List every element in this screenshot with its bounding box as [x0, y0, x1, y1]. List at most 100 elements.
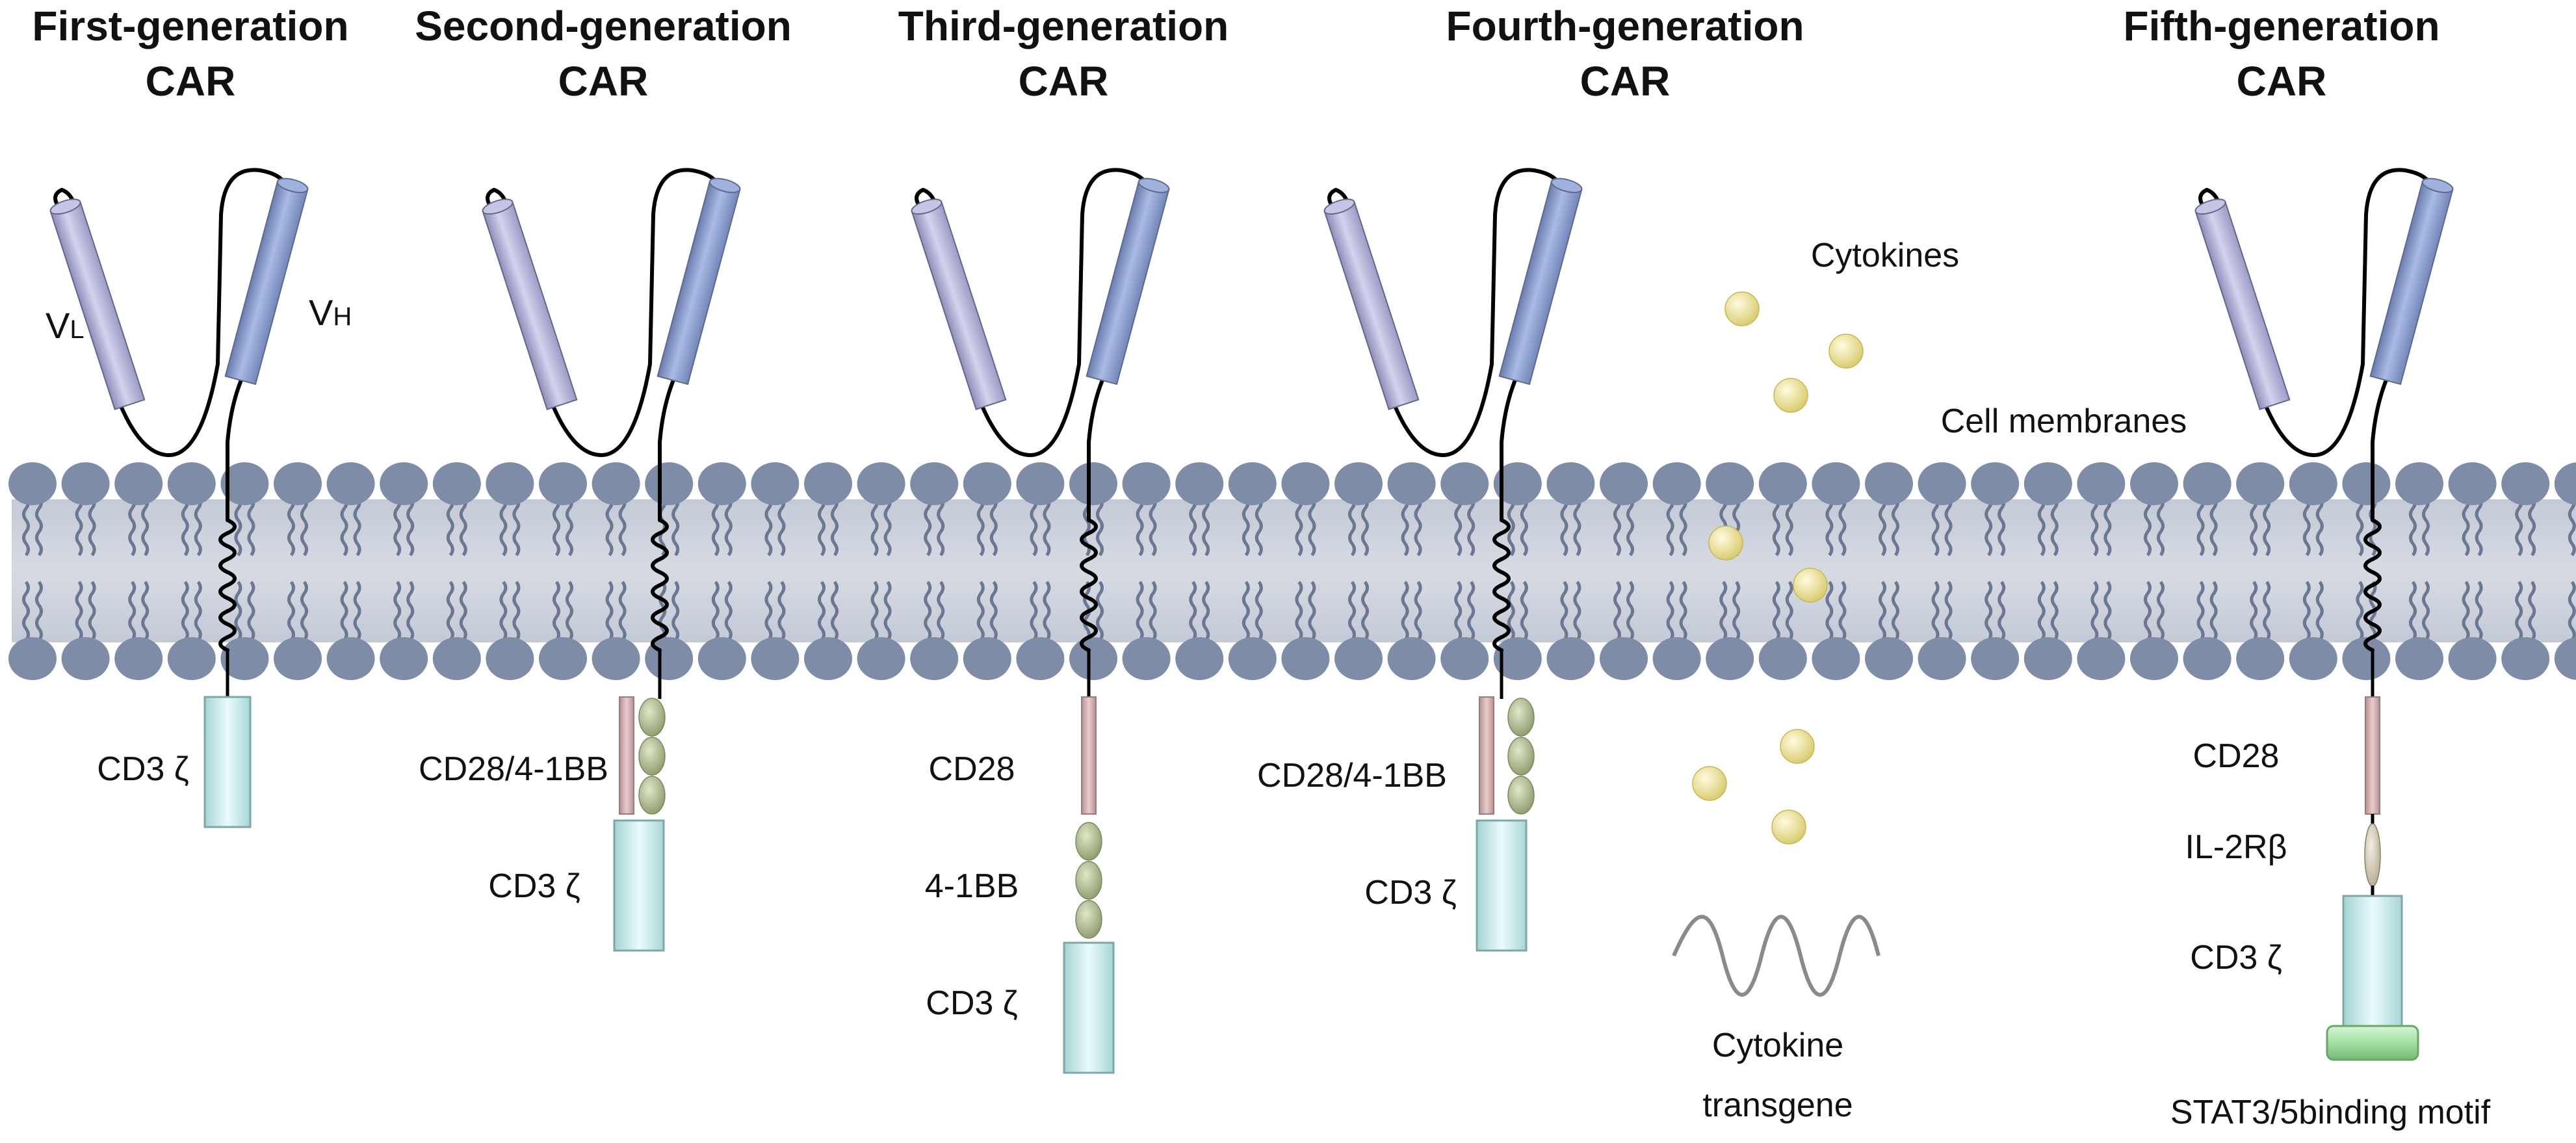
vh-domain — [657, 177, 741, 386]
lipid-tail — [1361, 495, 1369, 557]
lipid-tail — [658, 581, 667, 642]
lipid-tail — [831, 495, 839, 557]
vh-domain — [2369, 177, 2454, 386]
lipid-tail — [181, 581, 189, 642]
lipid-tail — [141, 581, 150, 642]
gen5-cd3z-label: CD3 ζ — [2190, 939, 2282, 977]
lipid-tail — [22, 581, 30, 642]
lipid-head — [1600, 637, 1648, 680]
lipid-tail — [2209, 495, 2218, 557]
lipid-tail — [446, 495, 454, 557]
cytokines — [1692, 291, 1864, 845]
lipid-tail — [2050, 581, 2059, 642]
lipid-tail — [406, 495, 415, 557]
lipid-tail — [2090, 495, 2099, 557]
lipid-tail — [2356, 495, 2364, 557]
gen4-title-line2: CAR — [1580, 58, 1671, 105]
lipid-head — [1175, 462, 1224, 505]
lipid-tail — [1361, 581, 1369, 642]
costim-bead — [1507, 737, 1535, 776]
lipid-tail — [1666, 495, 1674, 557]
lipid-tail — [1679, 495, 1687, 557]
costim-bead — [638, 737, 666, 776]
lipid-tail — [459, 581, 467, 642]
cd28-domain — [1081, 696, 1097, 815]
lipid-tail — [870, 581, 879, 642]
vh-domain — [1498, 177, 1583, 386]
lipid-tail — [2422, 581, 2430, 642]
lipid-tail — [883, 581, 892, 642]
lipid-tail — [1892, 581, 1899, 642]
cell-membrane — [8, 462, 2576, 680]
lipid-tail — [1892, 495, 1899, 557]
lipid-tail — [1308, 495, 1316, 557]
lipid-head — [1706, 637, 1754, 680]
cd28-domain — [2365, 696, 2380, 815]
lipid-tail — [724, 495, 733, 557]
cytokine-particle — [1793, 568, 1828, 603]
lipid-tail — [711, 581, 720, 642]
lipid-tail — [1732, 581, 1741, 642]
lipid-head — [539, 637, 587, 680]
lipid-head — [2130, 637, 2178, 680]
lipid-tail — [1255, 495, 1263, 557]
lipid-head — [963, 637, 1011, 680]
lipid-tail — [2037, 495, 2046, 557]
lipid-tail — [2263, 581, 2271, 642]
lipid-head — [751, 637, 800, 680]
lipid-tail — [605, 495, 614, 557]
lipid-tail — [2462, 581, 2470, 642]
lipid-tail — [1573, 581, 1581, 642]
gen2-title-line2: CAR — [558, 58, 649, 105]
lipid-tail — [2250, 495, 2258, 557]
lipid-head — [2077, 462, 2126, 505]
cell-membranes-label: Cell membranes — [1941, 402, 2187, 440]
vl-label: VL — [46, 305, 85, 346]
lipid-head — [1175, 637, 1224, 680]
lipid-head — [486, 637, 534, 680]
vl-domain — [49, 198, 146, 410]
lipid-tail — [831, 581, 839, 642]
lipid-tail — [1096, 495, 1104, 557]
lipid-tail — [2568, 495, 2576, 557]
hinge — [1087, 372, 1107, 522]
lipid-head — [1865, 462, 1913, 505]
lipid-tail — [553, 495, 560, 557]
car-constructs — [49, 168, 2454, 1074]
lipid-tail — [446, 581, 454, 642]
gen3-intracellular — [1063, 650, 1115, 1074]
costim-bead — [1075, 900, 1102, 939]
lipid-tail — [1931, 495, 1940, 557]
lipid-tail — [1825, 581, 1834, 642]
lipid-tail — [989, 495, 998, 557]
lipid-head — [2395, 637, 2443, 680]
lipid-tail — [2050, 495, 2059, 557]
lipid-tail — [2422, 495, 2430, 557]
lipid-head — [8, 637, 57, 680]
lipid-tail — [459, 495, 467, 557]
lipid-head — [1758, 637, 1807, 680]
gen2-title-line1: Second-generation — [415, 3, 792, 49]
lipid-tail — [618, 495, 627, 557]
vl-domain — [2194, 198, 2291, 410]
lipid-tail — [1931, 581, 1940, 642]
lipid-head — [380, 637, 428, 680]
interdomain-linker — [976, 168, 1150, 458]
lipid-tail — [35, 495, 43, 557]
hinge — [658, 372, 678, 522]
lipid-tail — [777, 495, 786, 557]
lipid-head — [220, 637, 269, 680]
lipid-tail — [924, 581, 932, 642]
lipid-tail — [976, 495, 985, 557]
lipid-head — [963, 462, 1011, 505]
lipid-tail — [1414, 581, 1422, 642]
lipid-head — [274, 637, 322, 680]
lipid-tail — [393, 581, 402, 642]
lipid-head — [1812, 462, 1860, 505]
gen4-cd3z-label: CD3 ζ — [1364, 874, 1456, 912]
lipid-tail — [1255, 581, 1263, 642]
lipid-tail — [234, 495, 242, 557]
cd3z-domain — [613, 819, 665, 952]
hinge — [2371, 372, 2391, 522]
interdomain-linker — [115, 168, 289, 458]
